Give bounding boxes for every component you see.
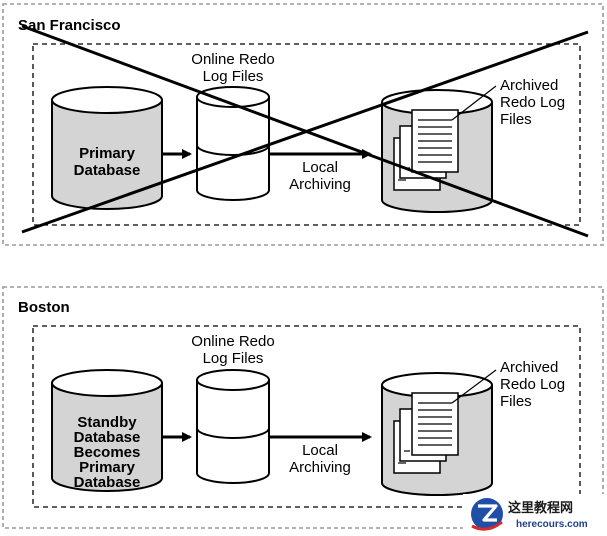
local-archiving-label-line-1: Local <box>302 159 338 176</box>
site-panel-boston: Boston Standby Database Becomes Primary … <box>2 286 604 529</box>
watermark-logo-icon <box>471 498 503 531</box>
standby-label-line-4: Primary <box>79 459 136 476</box>
online-redo-label-line-2: Log Files <box>203 350 264 367</box>
archived-label-line-3: Files <box>500 111 532 128</box>
inner-site-border <box>32 325 581 508</box>
site-title: San Francisco <box>18 17 121 34</box>
online-redo-label-line-2: Log Files <box>203 68 264 85</box>
archived-label-line-1: Archived <box>500 359 558 376</box>
archived-label-line-2: Redo Log <box>500 94 565 111</box>
standby-label-line-5: Database <box>74 474 141 491</box>
local-archiving-label-line-2: Archiving <box>289 176 351 193</box>
local-archiving-label-line-1: Local <box>302 442 338 459</box>
online-redo-label-line-1: Online Redo <box>191 333 274 350</box>
site-title: Boston <box>18 299 70 316</box>
outer-site-border <box>2 286 604 529</box>
local-archiving-label-line-2: Archiving <box>289 459 351 476</box>
primary-database-label-line-1: Primary <box>79 145 136 162</box>
archived-callout-line <box>451 369 497 404</box>
online-redo-log-cylinder <box>196 369 270 484</box>
online-redo-log-cylinder <box>196 86 270 201</box>
archived-label-line-2: Redo Log <box>500 376 565 393</box>
primary-database-label-line-2: Database <box>74 162 141 179</box>
archived-label-line-3: Files <box>500 393 532 410</box>
standby-label-line-1: Standby <box>77 414 137 431</box>
standby-label-line-2: Database <box>74 429 141 446</box>
standby-database-cylinder <box>51 369 163 492</box>
site-failure-cross-mark <box>21 24 589 238</box>
outer-site-border <box>2 3 604 246</box>
site-panel-san-francisco: San Francisco Primary Database Online Re… <box>2 3 604 246</box>
archived-log-document-icons <box>393 109 459 191</box>
watermark-cn-text: 这里教程网 <box>508 500 573 516</box>
archived-label-line-1: Archived <box>500 77 558 94</box>
archived-log-document-icons <box>393 392 459 474</box>
inner-site-border <box>32 43 581 226</box>
primary-database-cylinder <box>51 86 163 210</box>
standby-label-line-3: Becomes <box>74 444 141 461</box>
online-redo-label-line-1: Online Redo <box>191 51 274 68</box>
watermark-en-text: herecours.com <box>516 519 588 530</box>
site-watermark: 这里教程网 herecours.com <box>463 494 605 534</box>
archived-callout-line <box>451 85 497 121</box>
